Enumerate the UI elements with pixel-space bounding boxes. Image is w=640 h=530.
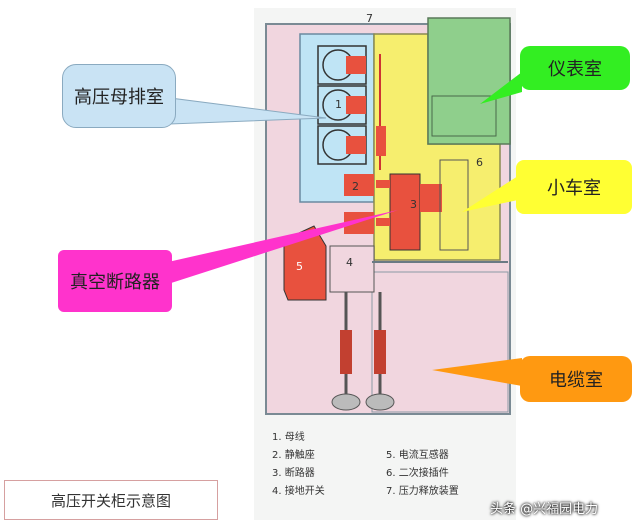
legend-item-7: 7. 压力释放装置 (386, 486, 459, 497)
component-number-4: 4 (346, 256, 353, 269)
legend-item-5: 5. 电流互感器 (386, 450, 449, 461)
callout-busbar-room: 高压母排室 (62, 64, 176, 128)
legend-item-3: 3. 断路器 (272, 468, 315, 479)
contact-and-breaker (344, 54, 469, 251)
figure-caption: 高压开关柜示意图 (4, 480, 218, 520)
cable-pointer (432, 358, 522, 386)
component-number-1: 1 (335, 98, 342, 111)
legend-item-1: 1. 母线 (272, 432, 305, 443)
legend-item-4: 4. 接地开关 (272, 486, 325, 497)
component-number-3: 3 (410, 198, 417, 211)
legend-item-6: 6. 二次接插件 (386, 468, 449, 479)
watermark: 头条 @兴福园电力 (490, 502, 599, 517)
breaker-pointer (168, 210, 398, 284)
component-number-6: 6 (476, 156, 483, 169)
component-number-2: 2 (352, 180, 359, 193)
callout-trolley-room: 小车室 (516, 160, 632, 214)
instrument-panel (431, 95, 497, 137)
callout-instrument-room: 仪表室 (520, 46, 630, 90)
busbar-blocks (317, 45, 367, 165)
component-number-5: 5 (296, 260, 303, 273)
legend-item-2: 2. 静触座 (272, 450, 315, 461)
instrument-room-area (427, 17, 511, 145)
callout-vacuum-breaker: 真空断路器 (58, 250, 172, 312)
trolley-pointer (462, 176, 518, 212)
cable-room-area (371, 271, 509, 413)
callout-cable-room: 电缆室 (520, 356, 632, 402)
instrument-pointer (480, 72, 522, 104)
component-number-7: 7 (366, 12, 373, 25)
ct-and-grounding (283, 225, 395, 411)
